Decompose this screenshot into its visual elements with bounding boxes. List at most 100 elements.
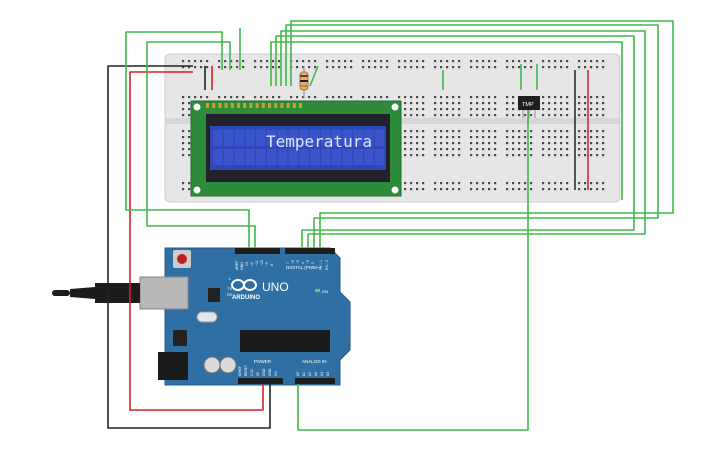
pin-5-label: ~5 (296, 260, 300, 264)
breadboard-hole (566, 60, 569, 63)
pin-2-label: 2 (311, 262, 315, 264)
breadboard-hole (494, 142, 497, 145)
breadboard-hole (416, 136, 419, 139)
analog-pin-label: A5 (326, 372, 330, 376)
on-led-label: ON (322, 289, 328, 294)
breadboard-hole (560, 102, 563, 105)
breadboard-hole (404, 182, 407, 185)
lcd-pin (268, 103, 271, 108)
breadboard-hole (200, 66, 203, 69)
breadboard-hole (506, 60, 509, 63)
breadboard-hole (482, 66, 485, 69)
pin-3-label: ~3 (306, 260, 310, 264)
breadboard-hole (416, 102, 419, 105)
power-pin-label: GND (262, 368, 266, 376)
breadboard-hole (488, 96, 491, 99)
breadboard-hole (326, 66, 329, 69)
breadboard-hole (560, 136, 563, 139)
breadboard-hole (518, 60, 521, 63)
breadboard-hole (404, 60, 407, 63)
breadboard-hole (434, 182, 437, 185)
breadboard-hole (422, 108, 425, 111)
breadboard-hole (182, 114, 185, 117)
breadboard-hole (554, 154, 557, 157)
breadboard-hole (344, 96, 347, 99)
breadboard-hole (374, 66, 377, 69)
breadboard-hole (590, 96, 593, 99)
breadboard-hole (260, 66, 263, 69)
breadboard-hole (416, 142, 419, 145)
breadboard-hole (326, 60, 329, 63)
on-led (315, 289, 320, 292)
breadboard-hole (362, 96, 365, 99)
arduino-uno-board[interactable]: ARDUINO UNO ON L TX RX DIGITAL (PWM~) PO… (139, 247, 351, 386)
breadboard-hole (530, 188, 533, 191)
breadboard-hole (566, 130, 569, 133)
breadboard-hole (410, 154, 413, 157)
breadboard-hole (584, 114, 587, 117)
breadboard-hole (446, 130, 449, 133)
breadboard-hole (182, 154, 185, 157)
breadboard-hole (302, 96, 305, 99)
rx-led-label: RX (227, 292, 233, 297)
lcd-pin (274, 103, 278, 108)
breadboard-hole (518, 188, 521, 191)
breadboard-hole (410, 142, 413, 145)
digital-header-left (235, 248, 280, 254)
breadboard-hole (554, 102, 557, 105)
breadboard-hole (452, 130, 455, 133)
breadboard-hole (410, 102, 413, 105)
breadboard-hole (506, 136, 509, 139)
breadboard-hole (458, 60, 461, 63)
breadboard-hole (494, 188, 497, 191)
breadboard-hole (554, 114, 557, 117)
breadboard-hole (380, 60, 383, 63)
breadboard-hole (584, 66, 587, 69)
breadboard-hole (446, 142, 449, 145)
breadboard-hole (560, 188, 563, 191)
breadboard-hole (506, 188, 509, 191)
wire-black-gnd (107, 65, 271, 429)
breadboard-hole (482, 148, 485, 151)
reset-button-cap[interactable] (177, 254, 187, 264)
breadboard-hole (224, 96, 227, 99)
analog-header (295, 378, 335, 384)
breadboard-hole (452, 96, 455, 99)
breadboard-hole (254, 96, 257, 99)
breadboard-hole (242, 96, 245, 99)
breadboard-hole (338, 66, 341, 69)
breadboard-hole (236, 66, 239, 69)
breadboard-hole (566, 182, 569, 185)
breadboard-hole (446, 154, 449, 157)
breadboard-hole (410, 96, 413, 99)
breadboard-hole (188, 114, 191, 117)
breadboard-hole (452, 66, 455, 69)
breadboard-hole (476, 96, 479, 99)
power-label: POWER (254, 359, 272, 364)
wire-green-1 (125, 31, 250, 248)
breadboard-hole (602, 66, 605, 69)
pin-10-label: ~10 (260, 260, 264, 266)
breadboard-hole (488, 102, 491, 105)
breadboard-hole (506, 154, 509, 157)
pin-8-label: 8 (270, 264, 274, 266)
breadboard-hole (314, 60, 317, 63)
lcd-cell (288, 130, 299, 146)
breadboard-hole (386, 60, 389, 63)
breadboard-hole (518, 182, 521, 185)
breadboard-hole (542, 66, 545, 69)
breadboard-hole (410, 188, 413, 191)
wire-green-7 (290, 20, 674, 248)
breadboard-hole (602, 154, 605, 157)
temperature-sensor[interactable]: TMP (518, 96, 540, 118)
breadboard-hole (482, 188, 485, 191)
breadboard-hole (512, 102, 515, 105)
breadboard-hole (476, 154, 479, 157)
power-header (238, 378, 283, 384)
breadboard-hole (602, 142, 605, 145)
breadboard-hole (410, 60, 413, 63)
lcd-pin (292, 103, 296, 108)
breadboard-hole (362, 66, 365, 69)
breadboard-hole (488, 188, 491, 191)
lcd-cell (299, 130, 309, 146)
